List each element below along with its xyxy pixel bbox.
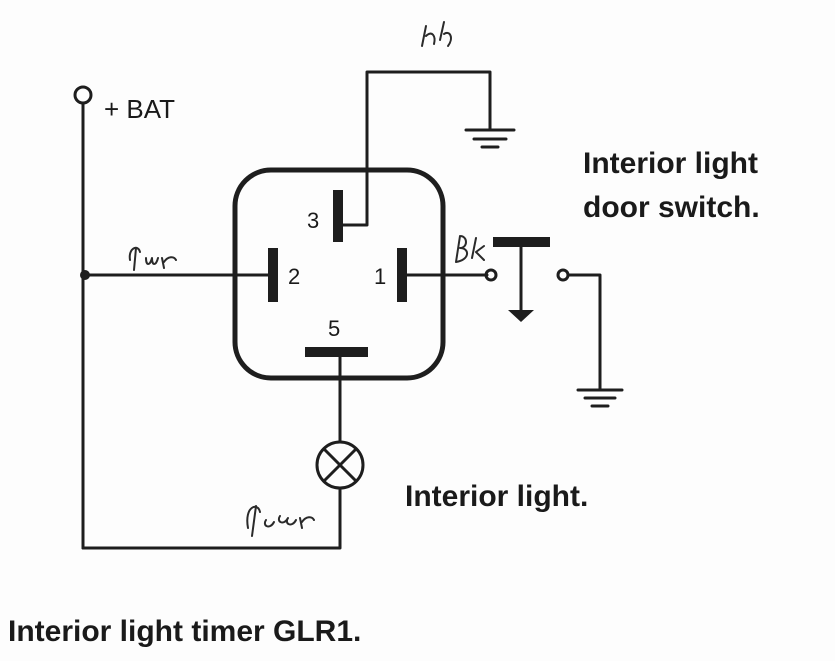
interior-light-label: Interior light. bbox=[405, 480, 588, 513]
handwritten-annotation-pin1 bbox=[455, 235, 485, 263]
interior-lamp bbox=[315, 440, 365, 490]
ground-symbol-top bbox=[464, 128, 516, 149]
pin5-label: 5 bbox=[328, 316, 340, 341]
door-switch bbox=[484, 237, 570, 322]
handwritten-annotation-pin2 bbox=[128, 246, 177, 271]
battery-terminal bbox=[73, 85, 93, 105]
door-switch-label-line2: door switch. bbox=[583, 191, 760, 224]
lamp-return-wire bbox=[81, 486, 342, 550]
pin2-label: 2 bbox=[288, 264, 300, 289]
pin3-label: 3 bbox=[307, 208, 319, 233]
handwritten-annotation-return bbox=[246, 505, 315, 537]
battery-label: + BAT bbox=[104, 94, 175, 124]
ground-symbol-right bbox=[576, 388, 624, 408]
door-switch-label-line1: Interior light bbox=[583, 147, 758, 180]
handwritten-annotation-top bbox=[421, 21, 452, 47]
pin3-ground-wire bbox=[336, 70, 492, 227]
door-switch-ground-wire bbox=[566, 273, 602, 392]
pin1-label: 1 bbox=[374, 264, 386, 289]
diagram-title: Interior light timer GLR1. bbox=[8, 615, 361, 648]
